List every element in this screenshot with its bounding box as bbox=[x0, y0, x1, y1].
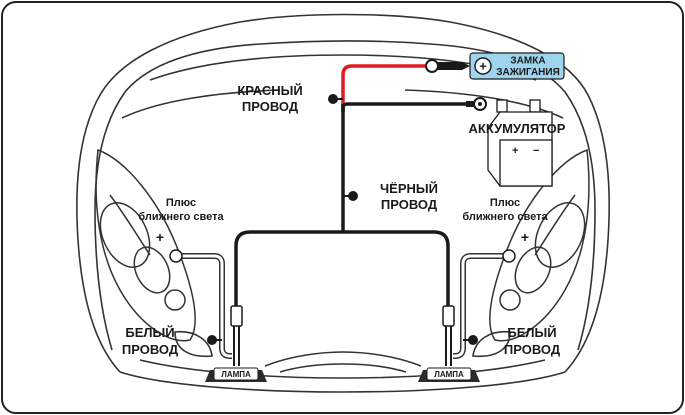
left-white-wire-label-1: БЕЛЫЙ bbox=[125, 325, 174, 340]
drl-lamp-icon: ЛАМПА bbox=[418, 367, 480, 382]
left-low-beam-label-2: ближнего света bbox=[138, 211, 224, 223]
black-wire-label-2: ПРОВОД bbox=[381, 197, 438, 212]
svg-text:−: − bbox=[533, 145, 539, 157]
svg-text:+: + bbox=[512, 145, 518, 157]
ignition-label-2: ЗАЖИГАНИЯ bbox=[496, 67, 560, 78]
right-low-beam-terminal bbox=[502, 249, 516, 263]
ring-terminal-icon bbox=[466, 97, 487, 111]
left-lamp-connector bbox=[230, 305, 243, 366]
right-white-wire-label-2: ПРОВОД bbox=[504, 342, 561, 357]
ignition-label-1: ЗАМКА bbox=[510, 56, 545, 67]
left-low-beam-terminal bbox=[169, 249, 183, 263]
right-low-beam-label-1: Плюс bbox=[490, 197, 520, 209]
left-headlight bbox=[95, 148, 196, 342]
right-white-wire bbox=[453, 253, 505, 359]
red-wire-label-1: КРАСНЫЙ bbox=[237, 83, 302, 98]
right-lamp-connector bbox=[442, 305, 455, 366]
ignition-plus: + bbox=[479, 59, 487, 74]
black-wire-label-1: ЧЁРНЫЙ bbox=[380, 181, 438, 196]
drl-lamp-icon: ЛАМПА bbox=[205, 367, 267, 382]
battery-icon: + − bbox=[487, 99, 553, 187]
left-lamp-label: ЛАМПА bbox=[221, 370, 251, 379]
left-low-beam-label-1: Плюс bbox=[166, 197, 196, 209]
red-wire-label-2: ПРОВОД bbox=[242, 99, 299, 114]
right-white-wire-label-1: БЕЛЫЙ bbox=[507, 325, 556, 340]
ignition-switch-box: + ЗАМКА ЗАЖИГАНИЯ bbox=[469, 52, 565, 80]
left-white-wire-label-2: ПРОВОД bbox=[122, 342, 179, 357]
left-low-beam-plus: + bbox=[156, 229, 164, 245]
right-headlight bbox=[489, 148, 590, 342]
red-wire bbox=[341, 64, 425, 112]
black-wire-right bbox=[343, 230, 450, 312]
left-white-wire bbox=[180, 253, 232, 359]
black-wire-left bbox=[234, 230, 343, 312]
ring-terminal-icon bbox=[425, 59, 470, 73]
right-low-beam-label-2: ближнего света bbox=[462, 211, 548, 223]
right-low-beam-plus: + bbox=[521, 229, 529, 245]
right-lamp-label: ЛАМПА bbox=[434, 370, 464, 379]
battery-label: АККУМУЛЯТОР bbox=[469, 121, 566, 136]
